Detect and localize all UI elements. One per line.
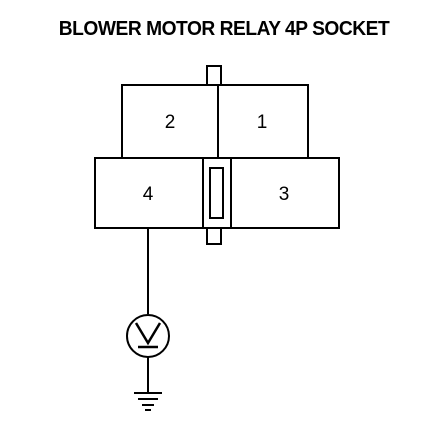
ground-icon — [134, 392, 162, 411]
voltmeter-icon — [126, 314, 170, 358]
upper-housing — [121, 84, 309, 159]
terminal-3-label: 3 — [279, 184, 290, 205]
top-locking-tab — [206, 65, 222, 86]
center-key-inner — [209, 167, 224, 219]
terminal-1-label: 1 — [257, 112, 268, 133]
bottom-locking-tab — [206, 227, 222, 245]
diagram-title: BLOWER MOTOR RELAY 4P SOCKET — [58, 18, 390, 40]
terminal-4-label: 4 — [143, 184, 154, 205]
terminal-2-label: 2 — [165, 112, 176, 133]
